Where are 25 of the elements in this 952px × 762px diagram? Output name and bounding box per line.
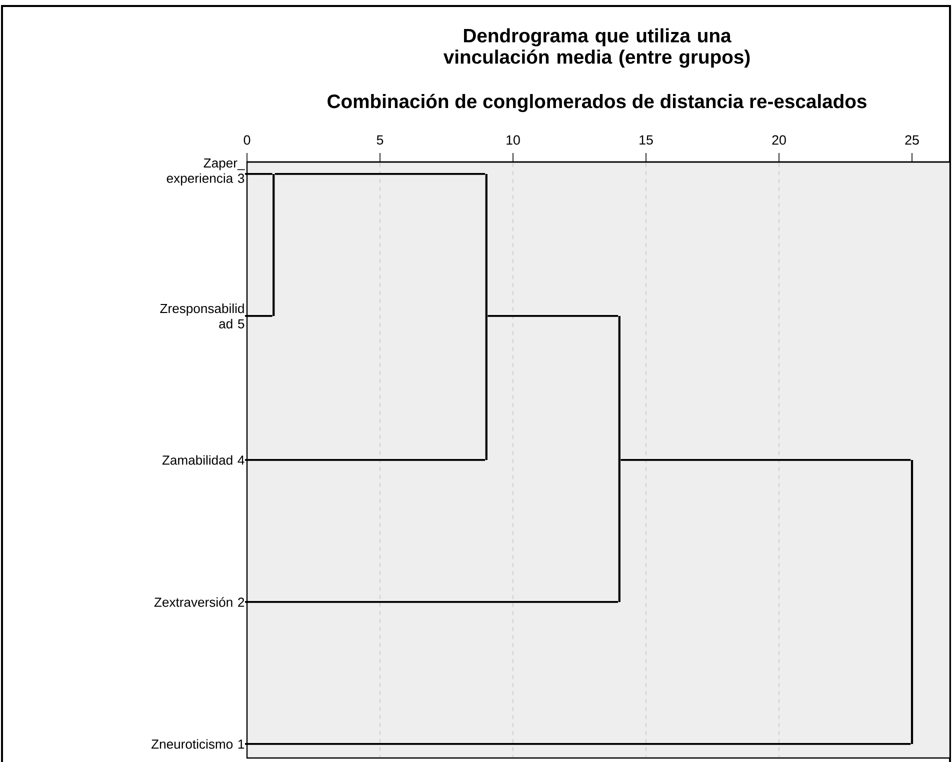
dendrogram-line [274,173,486,175]
merge-bar [272,174,275,316]
dendrogram-line [245,459,486,461]
leaf-label: Zneuroticismo 1 [151,739,244,749]
merge-bar [485,174,488,460]
dendrogram-line [245,601,618,603]
leaf-label: Zextraversión 2 [154,597,244,607]
tick-label: 0 [244,135,250,145]
dendrogram-line [245,743,911,745]
dendrogram-line [488,315,618,317]
tick-label: 15 [640,135,653,145]
tick-label: 25 [905,135,919,145]
dendrogram-line [620,459,911,461]
tick-label: 5 [376,135,384,145]
tick-label: 20 [772,135,786,145]
axis-title: Combinación de conglomerados de distancia re-escalados [328,94,866,112]
chart-title: Dendrograma que utiliza una vinculación media (entre grupos) [443,28,750,68]
dendrogram-line [245,173,272,175]
merge-bar [618,316,620,602]
merge-bar [910,460,914,744]
tick-label: 10 [506,135,520,145]
leaf-label: Zamabilidad 4 [162,455,244,465]
leaf-label: Zresponsabilid ad 5 [160,304,244,328]
leaf-label: Zaper_ experiencia 3 [166,158,245,186]
dendrogram-line [245,315,272,317]
